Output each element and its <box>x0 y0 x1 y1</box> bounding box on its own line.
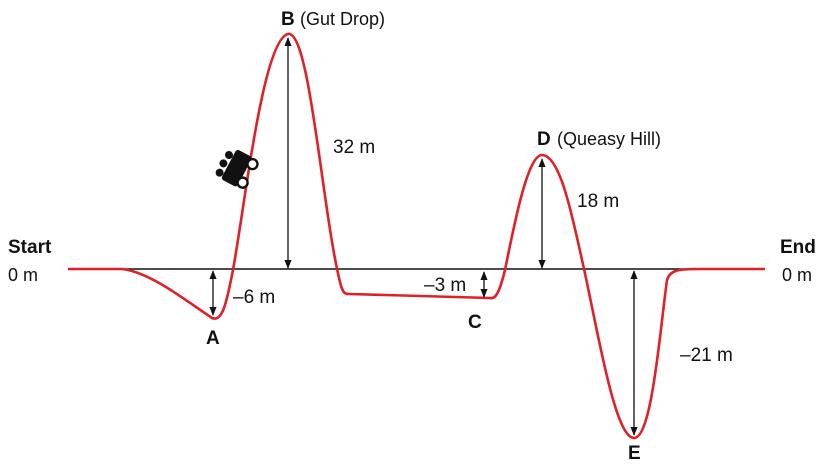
start-height-label: 0 m <box>8 265 38 285</box>
measurement-c: –3 m <box>424 275 466 296</box>
measurement-e: –21 m <box>680 345 733 366</box>
coaster-track <box>68 32 765 440</box>
coaster-car-icon <box>215 150 259 189</box>
start-label: Start <box>8 237 52 258</box>
end-label: End <box>780 237 816 258</box>
point-b-name: (Gut Drop) <box>300 9 385 29</box>
end-height-label: 0 m <box>782 265 812 285</box>
measurement-d: 18 m <box>577 191 619 212</box>
point-b-label: B <box>281 9 295 30</box>
point-a-label: A <box>206 328 220 349</box>
point-e-label: E <box>628 443 641 463</box>
point-d-name: (Queasy Hill) <box>557 129 661 149</box>
point-d-label: D <box>537 129 551 150</box>
point-c-label: C <box>468 312 482 333</box>
measurement-a: –6 m <box>233 287 275 308</box>
measurement-b: 32 m <box>333 137 375 158</box>
